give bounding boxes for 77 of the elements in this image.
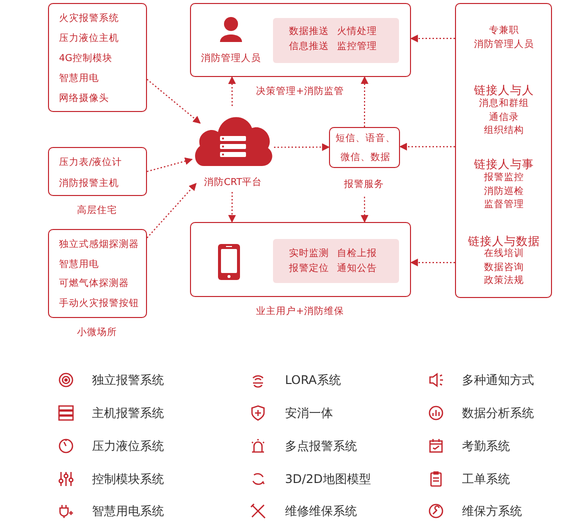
- arrow: [274, 143, 330, 151]
- function-text: 自检上报: [337, 248, 377, 260]
- arrow: [410, 258, 455, 266]
- device-list-box: [48, 147, 147, 196]
- function-panel: [273, 18, 399, 63]
- feature-name: 智慧用电系统: [92, 504, 164, 518]
- user-box: [190, 222, 411, 297]
- device-name: 压力液位主机: [59, 33, 119, 45]
- group-caption: 业主用户+消防维保: [256, 306, 344, 318]
- arrow: [360, 196, 368, 223]
- function-text: 信息推送: [289, 41, 329, 53]
- feature-name: 3D/2D地图模型: [285, 472, 371, 486]
- feature-name: 数据分析系统: [462, 406, 534, 420]
- feature-name: 压力液位系统: [92, 439, 164, 453]
- device-name: 智慧用电: [59, 73, 99, 85]
- group-caption: 报警服务: [344, 179, 384, 191]
- item-text: 监督管理: [484, 199, 524, 211]
- feature-name: 维修维保系统: [285, 504, 357, 518]
- item-text: 链接人与人: [474, 84, 534, 96]
- item-text: 在线培训: [484, 248, 524, 260]
- feature-name: 工单系统: [462, 472, 510, 486]
- connection-panel: [455, 3, 552, 298]
- channel-text: 短信、语音、: [336, 133, 396, 145]
- device-name: 智慧用电: [59, 259, 99, 271]
- feature-name: 主机报警系统: [92, 406, 164, 420]
- item-text: 消防巡检: [484, 186, 524, 198]
- item-text: 组织结构: [484, 125, 524, 137]
- item-text: 链接人与事: [474, 158, 534, 170]
- function-text: 通知公告: [337, 263, 377, 275]
- feature-name: 多种通知方式: [462, 373, 534, 387]
- device-name: 火灾报警系统: [59, 13, 119, 25]
- device-name: 手动火灾报警按钮: [59, 298, 139, 310]
- device-name: 4G控制模块: [59, 53, 112, 65]
- arrow: [146, 182, 197, 238]
- group-caption: 决策管理+消防监管: [256, 86, 344, 98]
- group-caption: 高层住宅: [77, 205, 117, 217]
- item-text: 专兼职: [489, 25, 519, 37]
- item-text: 报警监控: [484, 172, 524, 184]
- item-text: 链接人与数据: [468, 235, 540, 247]
- function-text: 监控管理: [337, 41, 377, 53]
- arrow: [146, 78, 201, 124]
- device-list-box: [48, 3, 147, 112]
- feature-name: 多点报警系统: [285, 439, 357, 453]
- function-text: 实时监测: [289, 248, 329, 260]
- alarm-service-box: [329, 127, 400, 168]
- device-name: 独立式感烟探测器: [59, 239, 139, 251]
- item-text: 数据咨询: [484, 262, 524, 274]
- item-text: 政策法规: [484, 275, 524, 287]
- arrow: [146, 157, 193, 172]
- role-name: 消防管理人员: [201, 53, 261, 65]
- arrow: [360, 76, 368, 127]
- device-list-box: [48, 229, 147, 318]
- arrow: [410, 34, 455, 42]
- feature-name: 考勤系统: [462, 439, 510, 453]
- feature-name: 安消一体: [285, 406, 333, 420]
- function-text: 报警定位: [289, 263, 329, 275]
- group-caption: 小微场所: [77, 327, 117, 339]
- management-box: [190, 3, 411, 77]
- feature-name: 控制模块系统: [92, 472, 164, 486]
- feature-name: LORA系统: [285, 373, 341, 387]
- function-panel: [273, 239, 399, 283]
- function-text: 火情处理: [337, 26, 377, 38]
- device-name: 消防报警主机: [59, 178, 119, 190]
- channel-text: 微信、数据: [340, 152, 390, 164]
- feature-name: 独立报警系统: [92, 373, 164, 387]
- item-text: 消防管理人员: [474, 39, 534, 51]
- device-name: 压力表/液位计: [59, 157, 122, 169]
- arrow: [228, 76, 236, 106]
- device-name: 可燃气体探测器: [59, 278, 129, 290]
- item-text: 消息和群组: [479, 98, 529, 110]
- function-text: 数据推送: [289, 26, 329, 38]
- feature-name: 维保方系统: [462, 504, 522, 518]
- device-name: 网络摄像头: [59, 93, 109, 105]
- platform-name: 消防CRT平台: [204, 177, 262, 189]
- arrow: [399, 142, 455, 151]
- arrow: [228, 192, 236, 223]
- item-text: 通信录: [489, 112, 519, 124]
